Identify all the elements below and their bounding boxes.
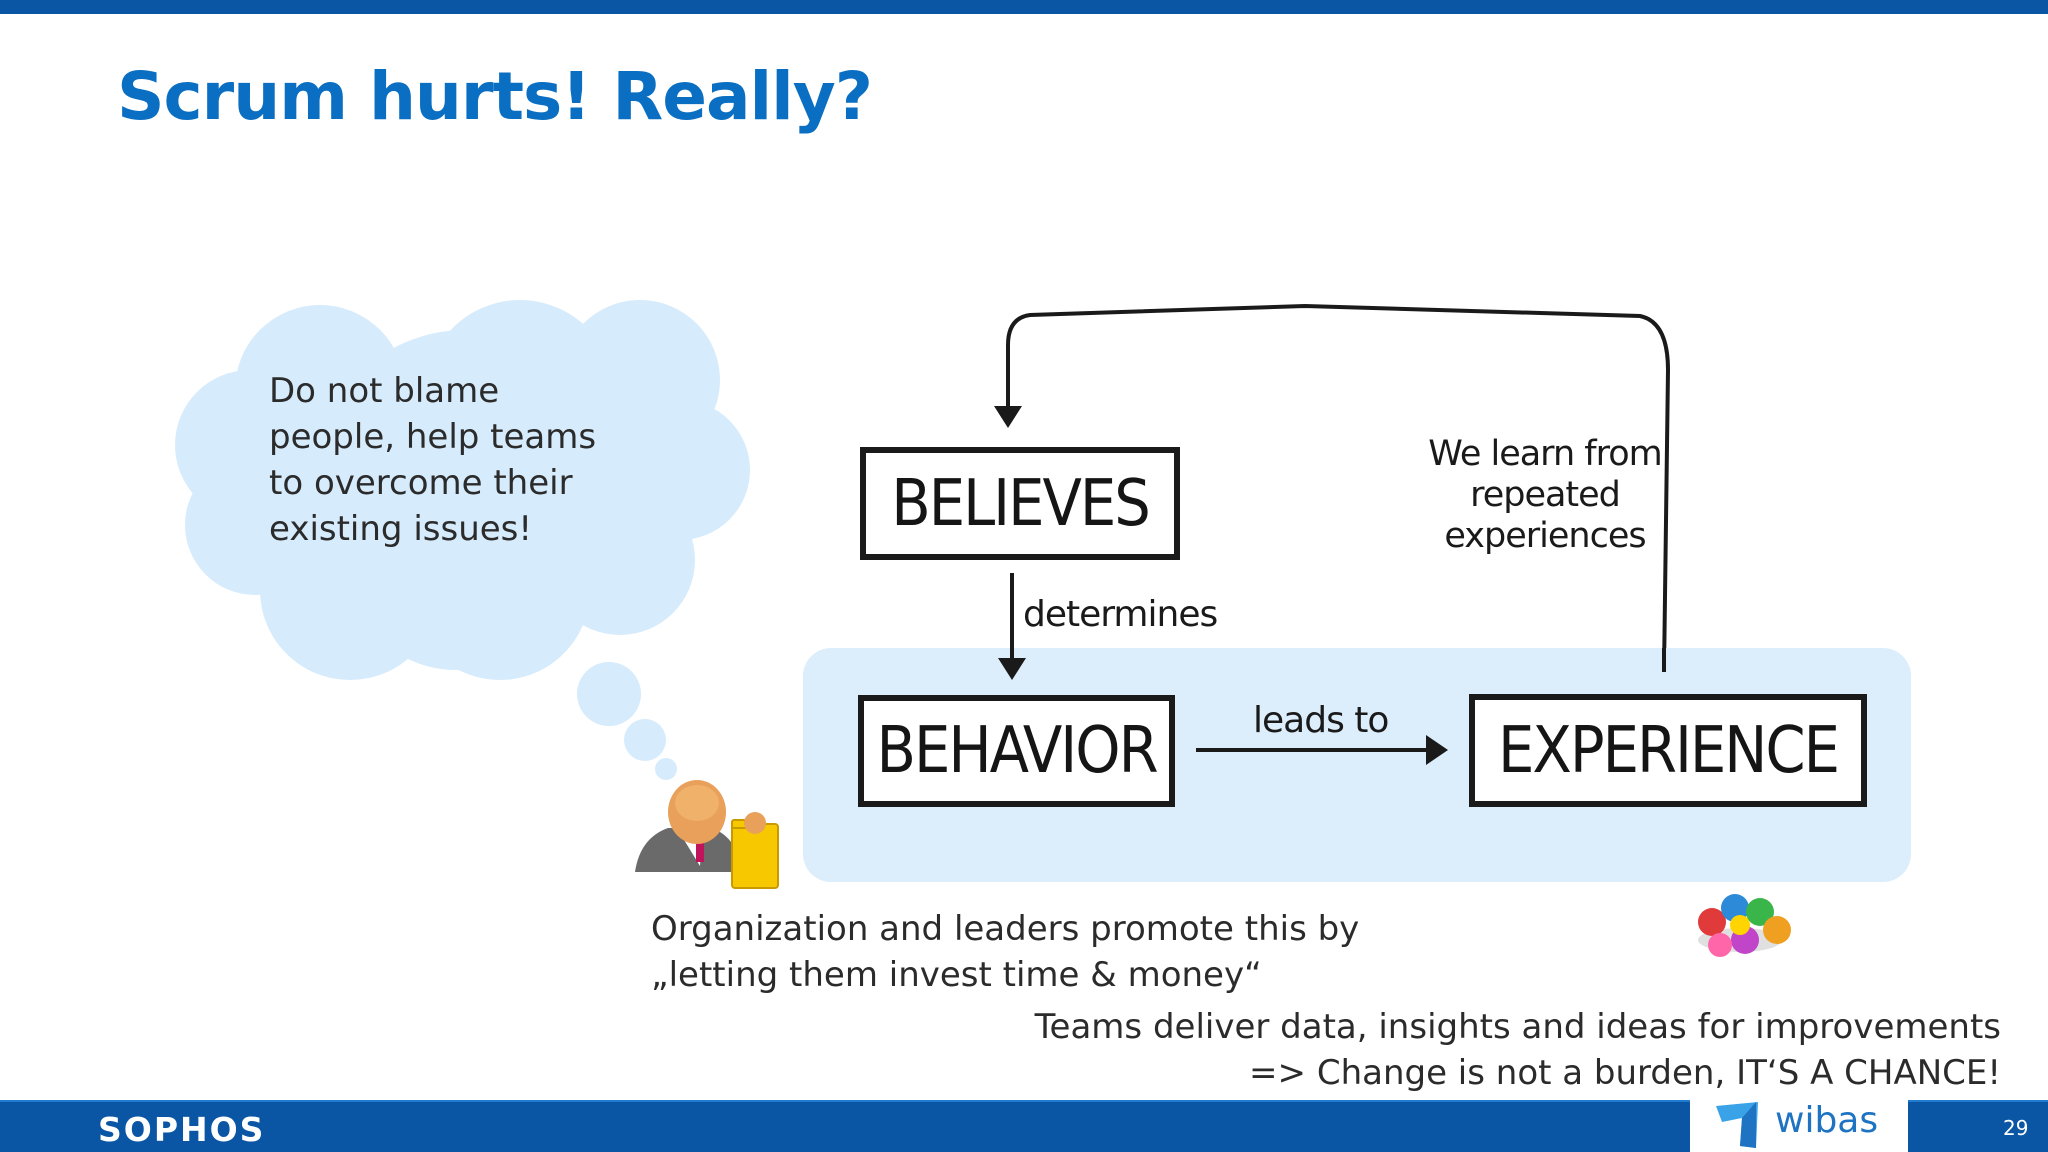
org-note-line: „letting them invest time & money“ [651,955,1262,995]
teams-note-line: => Change is not a burden, IT‘S A CHANCE… [1249,1053,2001,1093]
cloud-line: Do not blame [269,371,500,411]
thought-cloud [175,300,750,680]
box-believes: BELIEVES [860,447,1180,560]
box-behavior: BEHAVIOR [858,695,1175,807]
label-learn-line: experiences [1444,516,1646,556]
cloud-line: existing issues! [269,509,533,549]
label-determines: determines [1023,594,1218,635]
org-note: Organization and leaders promote this by… [651,906,1359,998]
slide-title: Scrum hurts! Really? [117,58,873,135]
page-number: 29 [2003,1116,2029,1140]
label-learn-line: We learn from [1428,434,1662,474]
cloud-line: to overcome their [269,463,573,503]
team-circle-icon [1698,894,1791,957]
wibas-wordmark: wibas [1775,1100,1879,1141]
org-note-line: Organization and leaders promote this by [651,909,1360,949]
cloud-line: people, help teams [269,417,597,457]
label-learn: We learn from repeated experiences [1420,434,1670,557]
manager-with-folder-icon [635,780,779,889]
label-leads-to: leads to [1253,700,1389,741]
sophos-logo: SOPHOS [98,1110,266,1149]
top-accent-bar [0,0,2048,14]
label-learn-line: repeated [1470,475,1621,515]
cloud-text: Do not blame people, help teams to overc… [269,368,599,552]
thought-bubbles [577,662,677,780]
teams-note-line: Teams deliver data, insights and ideas f… [1034,1007,2001,1047]
teams-note: Teams deliver data, insights and ideas f… [1035,1004,2001,1096]
box-experience: EXPERIENCE [1469,694,1867,807]
